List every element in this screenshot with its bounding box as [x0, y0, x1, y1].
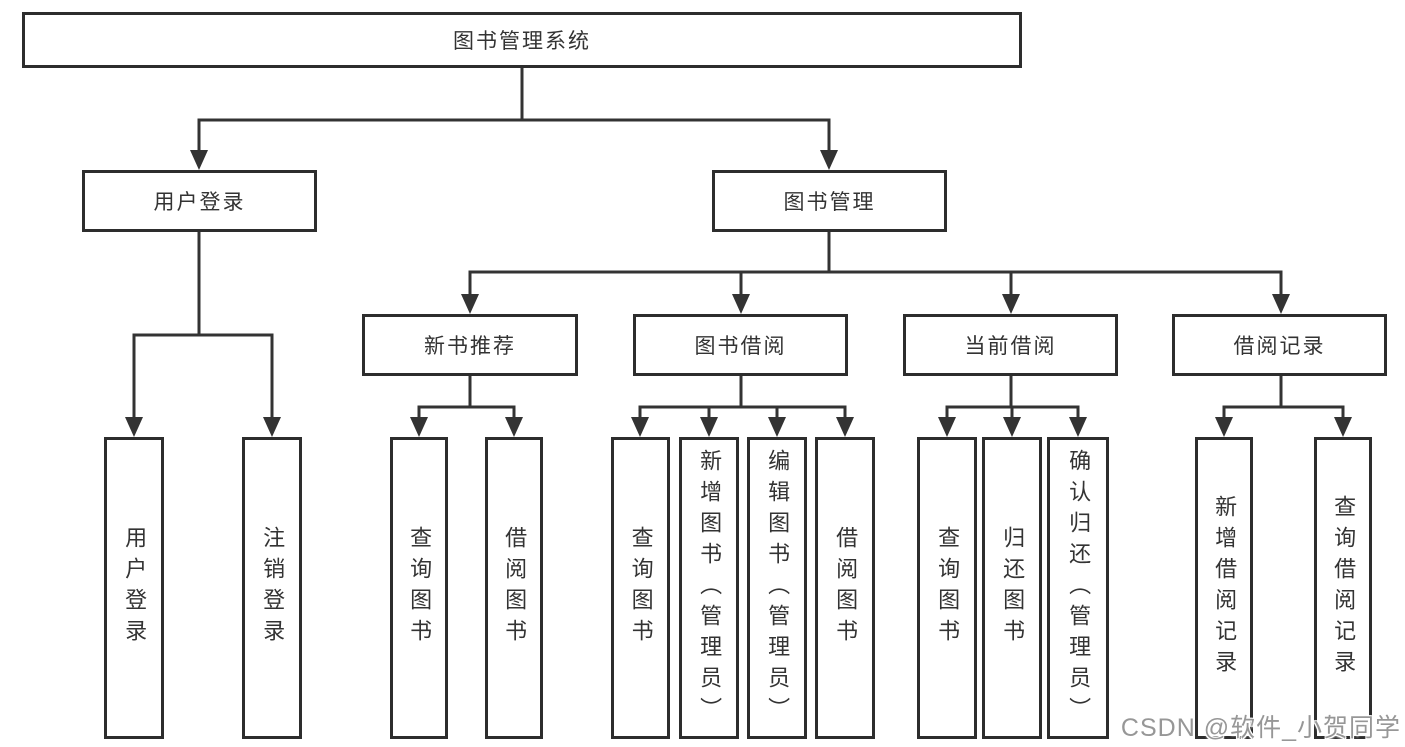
leaf-query-books-2: 查询图书	[611, 437, 670, 739]
node-root-system: 图书管理系统	[22, 12, 1022, 68]
leaf-query-books-3: 查询图书	[917, 437, 977, 739]
leaf-query-borrow-record: 查询借阅记录	[1314, 437, 1372, 739]
leaf-edit-book-admin: 编辑图书（管理员）	[747, 437, 807, 739]
leaf-query-books-1: 查询图书	[390, 437, 448, 739]
leaf-add-book-admin: 新增图书（管理员）	[679, 437, 739, 739]
csdn-watermark: CSDN @软件_小贺同学	[1120, 714, 1401, 742]
leaf-return-book: 归还图书	[982, 437, 1042, 739]
node-book-borrowing: 图书借阅	[633, 314, 848, 376]
node-current-borrowing: 当前借阅	[903, 314, 1118, 376]
leaf-add-borrow-record: 新增借阅记录	[1195, 437, 1253, 739]
leaf-user-login: 用户登录	[104, 437, 164, 739]
leaf-borrow-books-2: 借阅图书	[815, 437, 875, 739]
leaf-confirm-return-admin: 确认归还（管理员）	[1047, 437, 1109, 739]
leaf-logout: 注销登录	[242, 437, 302, 739]
leaf-borrow-books-1: 借阅图书	[485, 437, 543, 739]
node-new-book-recommend: 新书推荐	[362, 314, 578, 376]
node-borrowing-records: 借阅记录	[1172, 314, 1387, 376]
node-book-management: 图书管理	[712, 170, 947, 232]
node-user-login: 用户登录	[82, 170, 317, 232]
